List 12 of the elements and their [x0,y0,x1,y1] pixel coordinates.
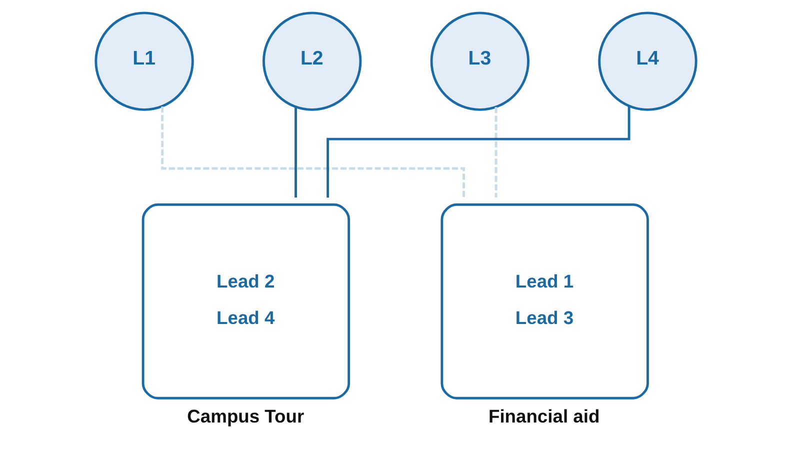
connector [294,107,297,198]
node-circle: L3 [430,12,530,111]
connector [326,106,630,198]
node-circle: L4 [598,12,698,111]
node-box: Lead 2 Lead 4 [142,203,350,400]
node-label: Financial aid [488,406,600,427]
node-label: Campus Tour [187,406,304,427]
node-circle: L1 [94,12,194,111]
node-circle: L2 [262,12,362,111]
connector [161,106,465,198]
node-box: Lead 1 Lead 3 [440,203,649,400]
connector [494,107,498,198]
